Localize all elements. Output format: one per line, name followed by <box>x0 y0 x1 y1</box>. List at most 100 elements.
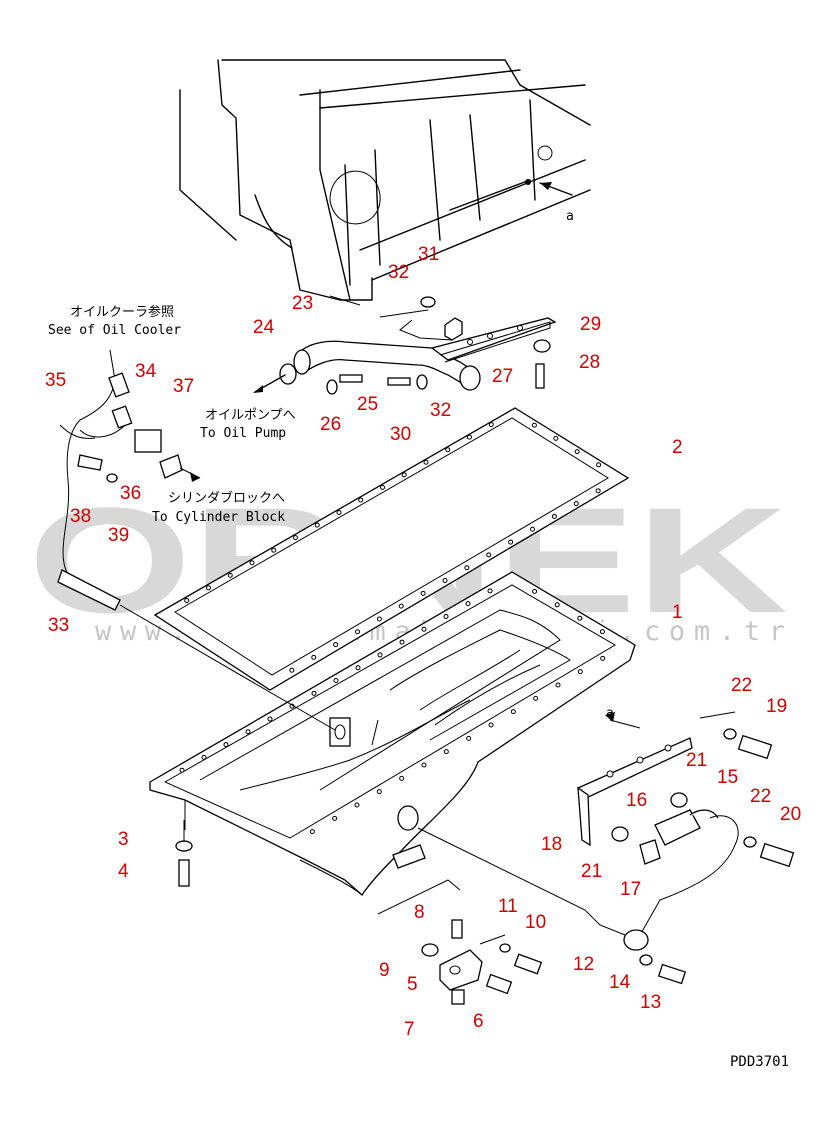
oil-pan-gasket <box>153 407 630 691</box>
callout-9: 9 <box>379 960 390 981</box>
callout-13: 13 <box>640 992 661 1013</box>
bolt-hole <box>267 716 273 722</box>
bolt-hole <box>600 655 606 661</box>
callout-21: 21 <box>581 861 602 882</box>
bolt-hole <box>486 552 492 558</box>
bolt-hole <box>376 789 382 795</box>
bolt-hole <box>577 615 583 621</box>
bolt-hole <box>336 510 342 515</box>
bolt-hole <box>467 434 472 440</box>
bolt-hole <box>421 626 427 632</box>
bolt-hole <box>332 815 338 821</box>
bolt-4 <box>178 859 190 887</box>
bolt-hole <box>333 642 339 648</box>
oil-level-sensor-assembly: a <box>417 706 795 985</box>
bolt-hole <box>401 472 407 478</box>
note-oil-cooler-en: See of Oil Cooler <box>48 323 181 338</box>
bolt-hole <box>510 709 516 715</box>
bolt-hole <box>377 652 383 658</box>
bolt-hole <box>227 572 233 578</box>
bolt-hole <box>487 588 493 594</box>
note-oil-pump-en: To Oil Pump <box>200 426 286 441</box>
callout-23: 23 <box>292 293 313 314</box>
callout-26: 26 <box>320 414 341 435</box>
bolt-hole <box>311 690 317 696</box>
callout-3: 3 <box>118 829 129 850</box>
callout-16: 16 <box>626 790 647 811</box>
bolt-hole <box>179 767 185 773</box>
callout-4: 4 <box>118 861 129 882</box>
callout-22: 22 <box>731 675 752 696</box>
bolt-hole <box>421 762 427 768</box>
callout-28: 28 <box>579 352 600 373</box>
bolt-hole <box>398 603 404 609</box>
bolt-hole <box>595 488 601 494</box>
bolt-hole <box>443 749 449 755</box>
callout-19: 19 <box>766 696 787 717</box>
bolt-hole <box>488 722 494 728</box>
bolt-hole <box>201 754 207 760</box>
bolt-hole <box>445 447 451 453</box>
bolt-hole <box>399 639 405 645</box>
bolt-hole <box>355 629 360 635</box>
bolt-hole <box>223 742 229 748</box>
bolt-hole <box>333 678 339 683</box>
bolt-hole <box>420 590 426 596</box>
bolt-hole <box>311 654 317 660</box>
callout-33: 33 <box>48 615 69 636</box>
wiring-harness <box>57 349 336 731</box>
note-cyl-block-jp: シリンダブロックへ <box>168 490 285 506</box>
bolt-hole <box>573 501 579 507</box>
bolt-hole <box>380 484 385 490</box>
note-oil-pump-jp: オイルポンプへ <box>205 408 296 423</box>
bolt-hole <box>574 449 580 455</box>
bolt-hole <box>599 629 605 635</box>
bolt-hole <box>554 602 560 608</box>
bolt-hole <box>553 435 559 441</box>
bolt-hole <box>245 729 251 735</box>
callout-8: 8 <box>414 902 425 923</box>
drain-assembly <box>377 879 543 1005</box>
bolt-hole <box>555 682 561 688</box>
callout-37: 37 <box>173 376 194 397</box>
callout-30: 30 <box>390 424 411 445</box>
bolt-hole <box>358 497 364 503</box>
bolt-hole <box>423 459 429 465</box>
bolt-hole <box>531 422 537 428</box>
bolt-hole <box>289 667 295 673</box>
callout-22: 22 <box>750 786 771 807</box>
bolt-hole <box>271 547 277 553</box>
callout-38: 38 <box>70 506 91 527</box>
bolt-hole <box>184 597 190 603</box>
bolt-hole <box>465 601 471 607</box>
note-oil-cooler-jp: オイルクーラ参照 <box>70 304 174 320</box>
callout-32: 32 <box>430 400 451 421</box>
bolt-hole <box>249 560 255 566</box>
callout-34: 34 <box>135 361 157 382</box>
bolt-hole <box>354 802 360 808</box>
callout-21: 21 <box>686 750 707 771</box>
bolt-hole <box>293 535 298 541</box>
bolt-hole <box>464 565 470 571</box>
callout-12: 12 <box>573 954 594 975</box>
oil-pan <box>149 571 636 896</box>
flange-bolt-holes <box>179 422 606 835</box>
callout-17: 17 <box>620 879 641 900</box>
callout-27: 27 <box>492 366 513 387</box>
bolt-hole <box>530 526 535 532</box>
bolt-hole <box>533 695 539 701</box>
callout-18: 18 <box>541 834 562 855</box>
bolt-hole <box>206 585 211 591</box>
callout-25: 25 <box>357 394 378 415</box>
callout-labels: 1234567891011121314151617181920212122222… <box>45 244 801 1040</box>
note-cyl-block-en: To Cylinder Block <box>152 510 285 525</box>
drawing-code: PDD3701 <box>730 1054 789 1070</box>
bolt-hole <box>551 513 557 519</box>
bolt-hole <box>488 422 494 428</box>
callout-20: 20 <box>780 804 801 825</box>
bolt-hole <box>442 578 448 583</box>
bolt-hole <box>443 613 449 619</box>
callout-10: 10 <box>525 912 546 933</box>
callout-29: 29 <box>580 314 601 335</box>
